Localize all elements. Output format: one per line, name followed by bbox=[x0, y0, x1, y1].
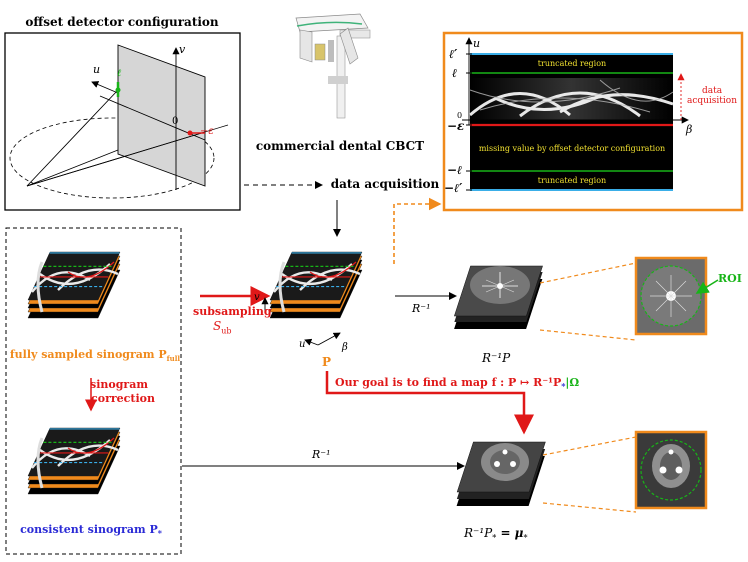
stack-axis-u: u bbox=[299, 339, 306, 350]
sinogram-panel bbox=[442, 31, 744, 212]
axis-v-label: v bbox=[179, 43, 186, 56]
roi-zoom-bottom bbox=[634, 430, 708, 510]
sino-missing-value: missing value by offset detector configu… bbox=[478, 144, 666, 153]
sino-tick-ell-top: ℓ bbox=[452, 66, 458, 80]
sino-data-label: data bbox=[701, 86, 723, 96]
consistent-text: consistent sinogram P bbox=[20, 523, 158, 536]
goal-text: Our goal is to find a map f : P ↦ R⁻¹P bbox=[335, 376, 562, 389]
r-inv-eq-text: R⁻¹P bbox=[464, 526, 493, 540]
tick-zero-label: 0 bbox=[172, 116, 179, 127]
fully-sampled-sinogram-stack bbox=[27, 251, 121, 319]
fully-sampled-label: fully sampled sinogram Pfull bbox=[10, 349, 180, 362]
r-inv-eq-label: R⁻¹P* = μ* bbox=[464, 527, 527, 542]
sino-acquisition-label: acquisition bbox=[686, 96, 738, 106]
reconstruction-stack-bottom bbox=[456, 441, 546, 506]
stack-P-label: P bbox=[322, 355, 332, 369]
roi-zoom-top bbox=[634, 256, 719, 336]
goal-omega: |Ω bbox=[565, 376, 580, 389]
fully-sampled-sub: full bbox=[166, 354, 181, 364]
sino-axis-beta-label: β bbox=[686, 123, 693, 136]
offset-detector-title: offset detector configuration bbox=[25, 15, 219, 29]
stack-axis-beta: β bbox=[342, 342, 348, 353]
tick-ell-label: ℓ bbox=[117, 68, 122, 79]
sino-tick-neg-ell: −ℓ bbox=[447, 163, 463, 177]
sino-tick-zero: 0 bbox=[457, 111, 463, 120]
consistent-sub: * bbox=[157, 528, 162, 539]
r-inv-arrow-top-label: R⁻¹ bbox=[412, 302, 431, 315]
stack-axis-v: v bbox=[254, 292, 260, 303]
r-inv-eq-star: * bbox=[492, 533, 497, 543]
r-inv-eq-star2: * bbox=[523, 533, 528, 543]
r-inv-P-text: R⁻¹P bbox=[482, 351, 511, 365]
r-inv-eq-rhs: = μ bbox=[496, 526, 524, 540]
sino-tick-ellp-top: ℓ′ bbox=[449, 47, 458, 61]
tick-neg-eps-label: −ε bbox=[200, 126, 214, 137]
data-acquisition-label: data acquisition bbox=[330, 177, 440, 191]
dental-cbct-label: commercial dental CBCT bbox=[255, 139, 425, 153]
sino-truncated-top: truncated region bbox=[537, 59, 607, 68]
r-inv-arrow-mid-label: R⁻¹ bbox=[312, 448, 331, 461]
axis-u-label: u bbox=[93, 63, 101, 76]
subsampling-sub: ub bbox=[221, 326, 232, 336]
sino-correction-2: correction bbox=[91, 392, 155, 405]
sino-truncated-bottom: truncated region bbox=[537, 176, 607, 185]
dental-cbct-scanner-illustration bbox=[295, 13, 371, 119]
fully-sampled-text: fully sampled sinogram P bbox=[9, 348, 167, 361]
offset-detector-panel bbox=[4, 32, 241, 211]
goal-label: Our goal is to find a map f : P ↦ R⁻¹P*|… bbox=[335, 377, 579, 390]
subsampling-symbol: Sub bbox=[213, 320, 232, 335]
subsampling-s: S bbox=[213, 319, 222, 333]
consistent-label: consistent sinogram P* bbox=[20, 524, 162, 537]
subsampling-label: subsampling bbox=[193, 305, 272, 318]
reconstruction-stack-top bbox=[453, 265, 543, 329]
goal-star: * bbox=[561, 381, 566, 392]
roi-label: ROI bbox=[718, 272, 742, 285]
sino-tick-neg-eps: −ε bbox=[447, 119, 465, 133]
sino-correction-1: sinogram bbox=[90, 378, 148, 391]
consistent-sinogram-stack bbox=[27, 427, 121, 495]
sino-axis-u-label: u bbox=[473, 37, 481, 50]
left-dashed-panel bbox=[5, 227, 182, 555]
r-inv-P-label: R⁻¹P bbox=[482, 352, 510, 364]
sino-tick-neg-ellp: −ℓ′ bbox=[444, 181, 463, 195]
subsampled-sinogram-stack bbox=[269, 251, 363, 319]
